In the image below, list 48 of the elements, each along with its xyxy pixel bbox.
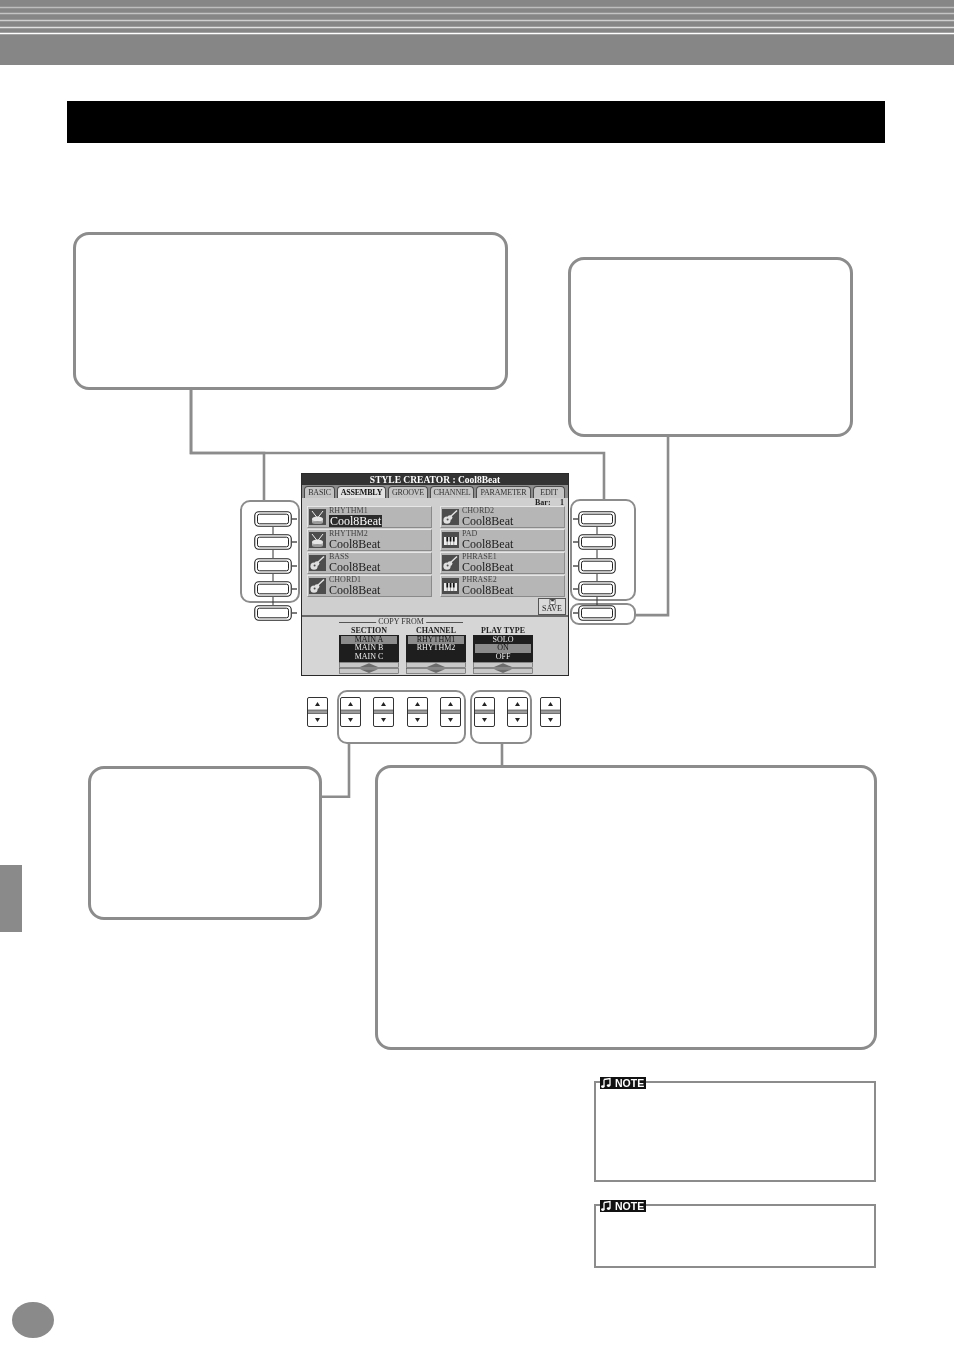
style-name: Cool8Beat [329, 583, 381, 596]
save-button: SAVE [538, 598, 566, 615]
leader-line [636, 437, 670, 617]
list-item: MAIN C [354, 652, 384, 662]
part-name: RHYTHM1 [329, 507, 368, 515]
tab: CHANNEL [430, 486, 474, 498]
screen-title: STYLE CREATOR : Cool8Beat [369, 474, 501, 485]
note-heading: NOTE [613, 1200, 647, 1212]
list-item: OFF [495, 652, 511, 662]
callout-box [568, 257, 853, 437]
heading-bar [67, 101, 885, 143]
section-heading: COPY FROM [376, 618, 426, 626]
callout-box [73, 232, 508, 390]
callout-box [88, 766, 322, 920]
part-name: CHORD1 [329, 576, 361, 584]
tab: GROOVE [388, 486, 428, 498]
tab: EDIT [533, 486, 565, 498]
style-name: Cool8Beat [462, 514, 514, 527]
part-name: PAD [462, 530, 478, 538]
tab: BASIC [304, 486, 335, 498]
column-heading: PLAY TYPE [481, 626, 525, 635]
list-item: SOLO [492, 635, 514, 644]
list-item: RHYTHM1 [408, 635, 464, 644]
part-name: PHRASE2 [462, 576, 497, 584]
callout-box [375, 765, 877, 1050]
style-name: Cool8Beat [462, 560, 514, 573]
list-item: RHYTHM2 [416, 644, 456, 653]
style-name: Cool8Beat [329, 560, 381, 573]
part-name: PHRASE1 [462, 553, 497, 561]
part-name: CHORD2 [462, 507, 494, 515]
column-heading: CHANNEL [416, 626, 456, 635]
style-name: Cool8Beat [329, 537, 381, 550]
column-heading: SECTION [351, 626, 387, 635]
tab: ASSEMBLY [337, 486, 386, 498]
leader-line [189, 390, 606, 499]
bar-label: Bar: [535, 498, 551, 506]
style-name: Cool8Beat [462, 583, 514, 596]
list-item: ON [475, 644, 531, 653]
list-item: MAIN B [354, 644, 384, 653]
style-name: Cool8Beat [462, 537, 514, 550]
part-name: RHYTHM2 [329, 530, 368, 538]
leader-line [322, 744, 351, 799]
note-heading: NOTE [613, 1077, 647, 1089]
style-name: Cool8Beat [329, 514, 383, 527]
tab: PARAMETER [476, 486, 531, 498]
leader-line [500, 744, 504, 765]
part-name: BASS [329, 553, 349, 561]
list-item: MAIN A [341, 635, 397, 644]
